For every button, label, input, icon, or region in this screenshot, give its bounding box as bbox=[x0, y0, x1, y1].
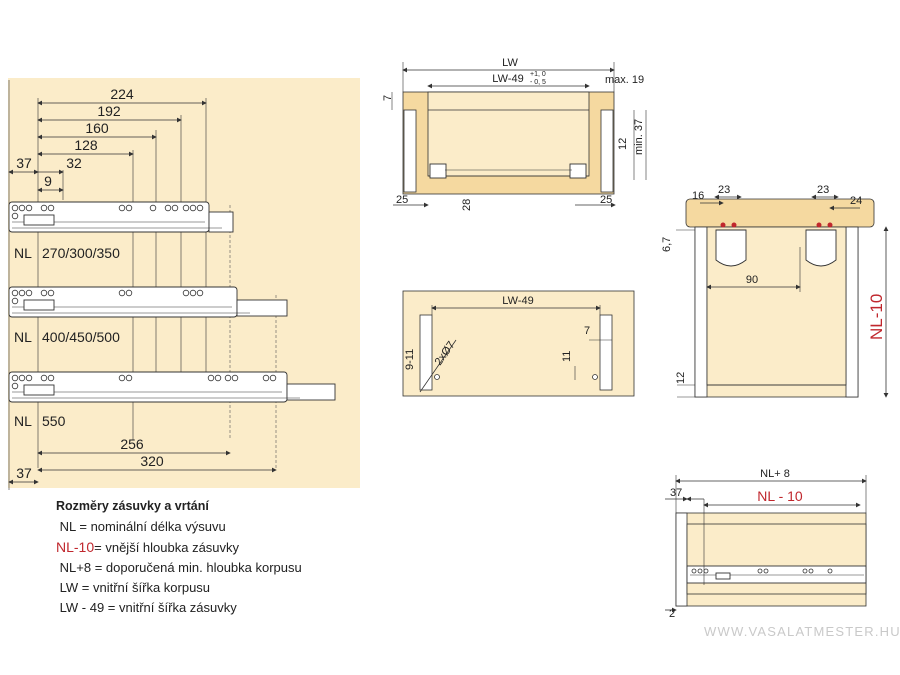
legend-text: = vnitřní šířka zásuvky bbox=[104, 600, 237, 615]
front-d28: 28 bbox=[461, 199, 473, 211]
bottom-d911: 9-11 bbox=[404, 349, 416, 370]
legend-text: = vnitřní šířka korpusu bbox=[78, 580, 211, 595]
dim-256: 256 bbox=[120, 436, 144, 452]
watermark: WWW.VASALATMESTER.HU bbox=[704, 624, 900, 639]
dim-32: 32 bbox=[66, 155, 82, 171]
legend-item-nl10: NL-10= vnější hloubka zásuvky bbox=[56, 537, 376, 558]
side-view-background bbox=[8, 78, 360, 488]
section-view: 16 23 23 24 6,7 90 12 NL-10 bbox=[661, 184, 889, 398]
plan-d2: 2 bbox=[669, 608, 675, 620]
section-d23a: 23 bbox=[718, 184, 730, 196]
section-d12: 12 bbox=[675, 372, 687, 384]
dim-37: 37 bbox=[16, 155, 32, 171]
front-max: max. 19 bbox=[605, 74, 644, 86]
section-d24: 24 bbox=[850, 195, 862, 207]
dim-192: 192 bbox=[97, 103, 121, 119]
front-tol-minus: - 0, 5 bbox=[530, 79, 546, 86]
dim-9: 9 bbox=[44, 173, 52, 189]
front-d25b: 25 bbox=[600, 194, 612, 206]
row1-sizes: 270/300/350 bbox=[42, 245, 120, 261]
plan-nl10: NL - 10 bbox=[757, 488, 803, 504]
rail-2 bbox=[8, 286, 288, 318]
dim-37-bottom: 37 bbox=[16, 465, 32, 481]
dim-160: 160 bbox=[85, 120, 109, 136]
row3-sizes: 550 bbox=[42, 413, 66, 429]
bottom-d7: 7 bbox=[584, 325, 590, 337]
legend-title: Rozměry zásuvky a vrtání bbox=[56, 499, 209, 513]
legend-key: LW - 49 bbox=[59, 600, 105, 615]
legend: Rozměry zásuvky a vrtání NL = nominální … bbox=[56, 499, 376, 618]
section-d67: 6,7 bbox=[661, 237, 673, 252]
dim-128: 128 bbox=[74, 137, 98, 153]
legend-text: = nominální délka výsuvu bbox=[75, 519, 226, 534]
legend-key: NL-10 bbox=[56, 539, 95, 555]
bottom-view: LW-49 2xØ7 9-11 7 11 bbox=[402, 290, 635, 397]
front-d25a: 25 bbox=[396, 194, 408, 206]
plan-d37: 37 bbox=[670, 487, 682, 499]
dim-320: 320 bbox=[140, 453, 164, 469]
row2-sizes: 400/450/500 bbox=[42, 329, 120, 345]
plan-nl8: NL+ 8 bbox=[760, 468, 790, 480]
front-tol-plus: +1, 0 bbox=[530, 71, 546, 78]
front-d7: 7 bbox=[382, 95, 394, 101]
legend-key: NL bbox=[59, 519, 76, 534]
section-d90: 90 bbox=[746, 274, 758, 286]
legend-text: = vnější hloubka zásuvky bbox=[94, 540, 240, 555]
section-d23b: 23 bbox=[817, 184, 829, 196]
plan-view: NL+ 8 NL - 10 37 2 bbox=[665, 468, 867, 620]
legend-text: = doporučená min. hloubka korpusu bbox=[91, 560, 302, 575]
front-d12: 12 bbox=[617, 138, 629, 150]
front-lw-49: LW-49 bbox=[492, 73, 523, 85]
rail-1 bbox=[8, 201, 234, 233]
front-min: min. 37 bbox=[633, 119, 645, 155]
legend-item-nl8: NL+8 = doporučená min. hloubka korpusu bbox=[56, 558, 376, 578]
top-dimensions: 224 192 160 128 37 32 9 bbox=[8, 86, 207, 193]
front-lw: LW bbox=[502, 57, 518, 69]
section-d16: 16 bbox=[692, 190, 704, 202]
front-view: LW LW-49 +1, 0 - 0, 5 max. 19 7 12 min. … bbox=[382, 57, 647, 211]
legend-item-nl: NL = nominální délka výsuvu bbox=[56, 517, 376, 537]
bottom-d11: 11 bbox=[561, 351, 573, 362]
rail-3 bbox=[8, 371, 336, 403]
side-view-panel: 224 192 160 128 37 32 9 bbox=[8, 78, 360, 490]
row2-nl: NL bbox=[14, 329, 32, 345]
legend-item-lw49: LW - 49 = vnitřní šířka zásuvky bbox=[56, 598, 376, 618]
legend-key: LW bbox=[59, 580, 79, 595]
bottom-dimensions: 256 320 37 bbox=[8, 436, 277, 485]
section-nl10: NL-10 bbox=[867, 294, 886, 340]
dim-224: 224 bbox=[110, 86, 134, 102]
legend-item-lw: LW = vnitřní šířka korpusu bbox=[56, 578, 376, 598]
bottom-lw49: LW-49 bbox=[502, 295, 533, 307]
row1-nl: NL bbox=[14, 245, 32, 261]
legend-key: NL+8 bbox=[59, 560, 92, 575]
row3-nl: NL bbox=[14, 413, 32, 429]
